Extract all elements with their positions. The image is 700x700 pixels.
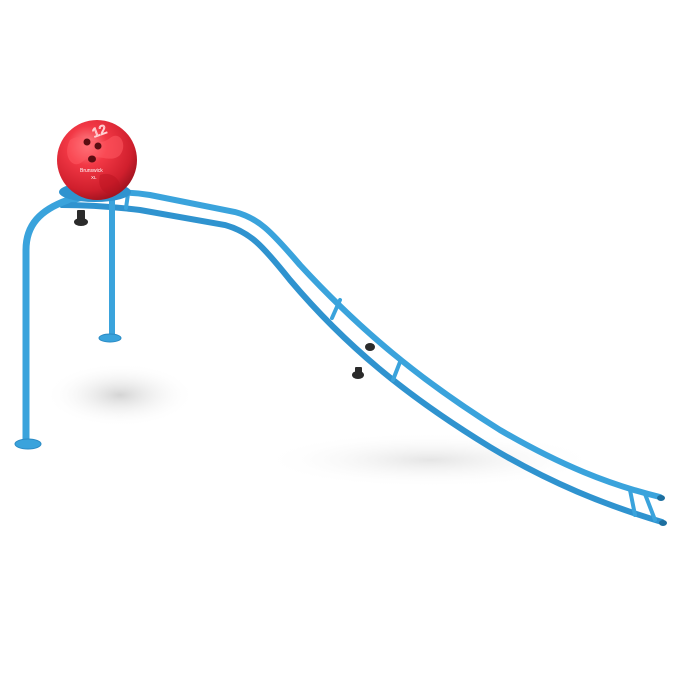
ramp-front-leg: [22, 196, 72, 444]
bowling-ball: 12 Brunswick XL: [57, 120, 137, 200]
ball-sub: XL: [91, 175, 97, 180]
ball-number: 12: [90, 121, 109, 140]
ball-brand: Brunswick: [80, 168, 103, 174]
ramp-rail-back: [59, 189, 663, 500]
rail-end-caps: [657, 495, 667, 526]
adjuster-knobs: [74, 210, 375, 379]
finger-holes: [83, 138, 102, 163]
foot-plates: [14, 333, 122, 450]
floor-shadow: [45, 363, 600, 488]
ramp-cross-braces: [124, 192, 657, 522]
ramp-rail-front: [59, 202, 665, 525]
